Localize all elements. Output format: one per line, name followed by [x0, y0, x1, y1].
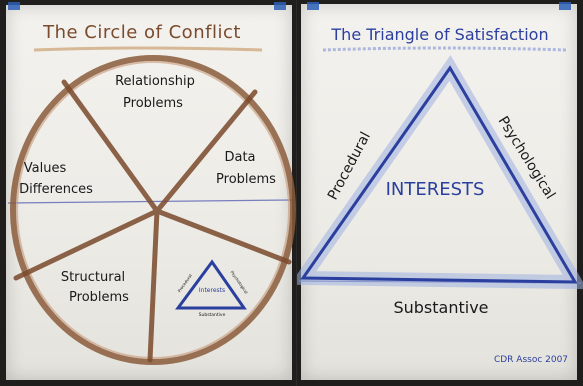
flipchart-paper: [301, 4, 577, 380]
tape: [307, 2, 319, 10]
segment-label-values-2: Differences: [19, 182, 93, 197]
triangle-of-satisfaction-drawing: The Triangle of Satisfaction INTERESTS P…: [297, 25, 583, 365]
segment-dividers: [13, 79, 292, 363]
segment-label-structural: Structural: [61, 270, 125, 285]
conflict-circle: [10, 55, 296, 365]
segment-label-values: Values: [24, 161, 67, 176]
title-underline: [33, 46, 263, 52]
triangle-of-satisfaction-photo: The Triangle of Satisfaction INTERESTS P…: [297, 0, 583, 386]
mini-triangle-bottom: Substantive: [199, 312, 226, 318]
segment-label-data-2: Problems: [216, 172, 276, 187]
satisfaction-triangle: [297, 55, 583, 290]
mini-triangle: Interests Procedural Psychological Subst…: [175, 259, 249, 318]
circle-of-conflict-drawing: The Circle of Conflict Relationship Prob…: [7, 22, 296, 365]
segment-label-relationship-2: Problems: [123, 96, 183, 111]
triangle-title: The Triangle of Satisfaction: [330, 25, 548, 44]
circle-of-conflict-photo: The Circle of Conflict Relationship Prob…: [0, 0, 296, 386]
tape: [8, 2, 20, 10]
segment-label-data: Data: [224, 150, 255, 165]
title-underline: [322, 46, 568, 52]
tape: [559, 2, 571, 10]
triangle-center-label: INTERESTS: [386, 179, 485, 200]
triangle-bottom-label: Substantive: [393, 298, 488, 317]
segment-label-relationship: Relationship: [115, 74, 195, 89]
segment-label-structural-2: Problems: [69, 290, 129, 305]
mini-triangle-center: Interests: [199, 287, 225, 294]
tape: [274, 2, 286, 10]
circle-title: The Circle of Conflict: [42, 22, 241, 43]
credit-text: CDR Assoc 2007: [494, 355, 568, 365]
